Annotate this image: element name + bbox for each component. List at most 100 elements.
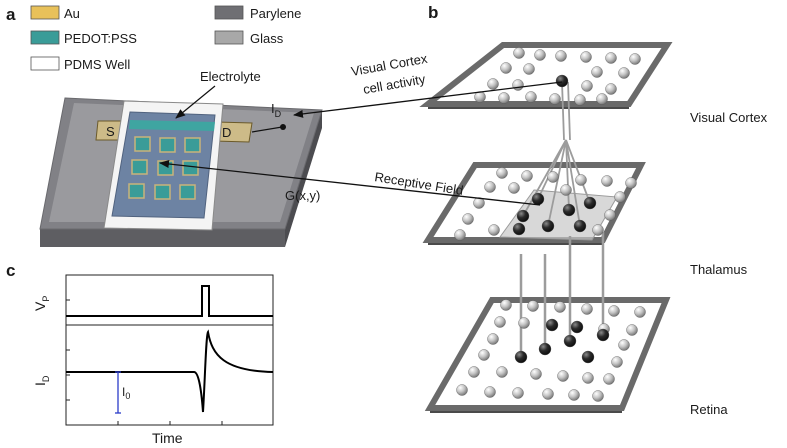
active-neuron [514, 350, 528, 364]
electrolyte-label: Electrolyte [200, 69, 261, 84]
neuron [484, 181, 496, 193]
neuron [605, 52, 617, 64]
neuron [549, 93, 561, 105]
active-neuron [583, 196, 597, 210]
neuron [560, 184, 572, 196]
neuron [508, 182, 520, 194]
fiber [561, 81, 565, 141]
panel-label-c: c [6, 261, 15, 280]
active-neuron [555, 74, 569, 88]
active-neuron [538, 342, 552, 356]
drain-current-label: ID [271, 101, 282, 119]
neuron [468, 366, 480, 378]
pedot-pixel [134, 136, 151, 152]
neuron [498, 92, 510, 104]
neuron [496, 366, 508, 378]
legend-swatch-parylene [214, 5, 244, 20]
neuron [591, 66, 603, 78]
neuron [487, 333, 499, 345]
cortex-neurons [474, 47, 641, 106]
fiber [565, 139, 591, 204]
neuron [530, 368, 542, 380]
legend-swatch-pdms [30, 56, 60, 71]
neuron [618, 339, 630, 351]
vp-plot-frame [65, 274, 274, 326]
fiber [547, 139, 567, 227]
drain-terminal-dot [280, 124, 286, 130]
retina-neurons [456, 299, 646, 402]
fiber [565, 139, 570, 211]
neuron [618, 67, 630, 79]
signal-plot: I0 VP ID Time [32, 274, 274, 446]
active-neuron [516, 209, 530, 223]
neuron [534, 49, 546, 61]
pedot-pixel-grid [128, 136, 201, 200]
receptive-field-label: Receptive Field [374, 169, 465, 198]
active-neuron [531, 192, 545, 206]
device-substrate-front [40, 229, 285, 247]
neuron [488, 224, 500, 236]
pedot-pixel [184, 137, 201, 153]
neuron [554, 301, 566, 313]
thalamus-neurons [454, 167, 637, 241]
neuron [581, 80, 593, 92]
neuron [523, 63, 535, 75]
neuron [614, 191, 626, 203]
neuron [512, 79, 524, 91]
neuron [574, 94, 586, 106]
time-axis-label: Time [152, 430, 183, 446]
device-drain-label: D [222, 125, 231, 140]
i0-label: I0 [122, 385, 130, 401]
neuron [555, 50, 567, 62]
pedot-pixel [179, 184, 196, 200]
active-neuron [545, 318, 559, 332]
neuron [605, 83, 617, 95]
g-function-label: G(x,y) [285, 188, 320, 203]
neuron [487, 78, 499, 90]
active-neuron [573, 219, 587, 233]
pedot-pixel [182, 160, 199, 176]
neuron [596, 93, 608, 105]
receptive-field-to-pixel-arrow [159, 160, 541, 206]
id-trace [66, 329, 274, 413]
legend-label-parylene: Parylene [250, 6, 301, 21]
drain-lead [251, 126, 283, 133]
neuron [521, 170, 533, 182]
fiber [565, 139, 581, 227]
neuron [456, 384, 468, 396]
active-neuron [570, 320, 584, 334]
legend-swatch-pedot [30, 30, 60, 45]
neuron [592, 390, 604, 402]
neuron [604, 209, 616, 221]
vp-trace [66, 285, 273, 317]
pedot-pixel [131, 159, 148, 175]
neuron [603, 373, 615, 385]
activity-to-drain-arrow [293, 81, 563, 118]
neuron [494, 316, 506, 328]
id-axis-label: ID [32, 375, 51, 386]
active-neuron [563, 334, 577, 348]
layer-label-visual-cortex: Visual Cortex [690, 110, 768, 125]
neuron [625, 177, 637, 189]
neuron [478, 349, 490, 361]
fiber [537, 139, 567, 200]
legend: Au PEDOT:PSS PDMS Well Parylene Glass [30, 5, 301, 72]
neuron [496, 167, 508, 179]
neuron [634, 306, 646, 318]
neuron [547, 171, 559, 183]
neuron [513, 47, 525, 59]
legend-label-pedot: PEDOT:PSS [64, 31, 137, 46]
retina-thalamus-fibers [519, 232, 605, 357]
axis-ticks [66, 299, 223, 425]
neuron [525, 91, 537, 103]
device-illustration: S D Electrolyte ID G(x,y) [39, 69, 323, 247]
layer-label-thalamus: Thalamus [690, 262, 748, 277]
pedot-pixel [128, 183, 145, 199]
neuron [518, 317, 530, 329]
neuron [629, 53, 641, 65]
neuron [580, 51, 592, 63]
neuron [626, 324, 638, 336]
visual-pathway: Visual Cortex cell activity Receptive Fi… [350, 42, 768, 417]
visual-cortex-plate [419, 42, 673, 107]
